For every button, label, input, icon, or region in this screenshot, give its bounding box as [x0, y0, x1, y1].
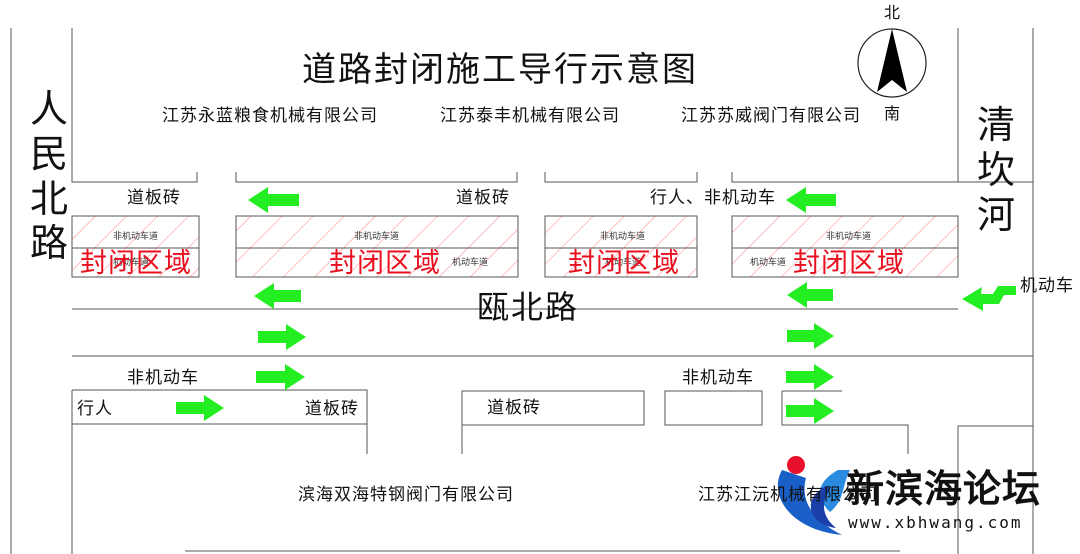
company-label: 滨海双海特钢阀门有限公司 [298, 485, 514, 505]
compass-south-label: 南 [884, 104, 901, 123]
closed-zone-2 [235, 215, 519, 278]
company-label: 江苏江沅机械有限公司 [698, 485, 878, 505]
company-label: 江苏苏威阀门有限公司 [681, 106, 861, 126]
sidewalk-label: 道板砖 [456, 188, 510, 208]
lane-label: 机动车道 [452, 258, 489, 268]
arrow-left-icon [786, 187, 836, 213]
road-name-main: 瓯北路 [477, 288, 580, 326]
compass-icon [857, 28, 927, 98]
non-motor-label: 非机动车 [682, 368, 754, 388]
arrow-left-icon [254, 283, 301, 309]
road-name-east: 清坎河 [976, 103, 1015, 237]
lane-label: 机动车道 [750, 258, 787, 268]
closed-zone-label: 封闭区域 [80, 248, 192, 279]
arrow-right-icon [258, 324, 306, 350]
sidewalk-label: 道板砖 [127, 188, 181, 208]
lane-label: 非机动车道 [600, 232, 646, 242]
closed-zone-4 [731, 215, 959, 278]
closed-zone-label: 封闭区域 [329, 248, 441, 279]
arrow-left-icon [787, 282, 833, 308]
arrow-right-icon [256, 364, 305, 390]
closed-zone-3 [544, 215, 698, 278]
north-east-block [731, 28, 959, 183]
arrow-left-icon [248, 187, 299, 213]
pedestrian-label: 行人 [77, 399, 113, 419]
arrow-right-icon [787, 323, 834, 349]
north-block [71, 28, 198, 183]
lane-label: 机动车道 [113, 258, 150, 268]
traffic-arrows [176, 187, 1016, 424]
closed-zone-label: 封闭区域 [793, 248, 905, 279]
page-title: 道路封闭施工导行示意图 [302, 50, 698, 90]
south-sidewalk-west [72, 389, 368, 454]
pedestrian-nonmotor-label: 行人、非机动车 [650, 188, 776, 208]
non-motor-label: 非机动车 [127, 368, 199, 388]
lane-label: 非机动车道 [826, 232, 872, 242]
company-label: 江苏永蓝粮食机械有限公司 [162, 106, 378, 126]
arrow-turn-icon [962, 286, 1016, 311]
lane-label: 机动车道 [605, 258, 642, 268]
south-sidewalk-east [781, 391, 909, 454]
compass-north-label: 北 [884, 3, 901, 22]
watermark-url: www.xbhwang.com [848, 513, 1023, 532]
watermark-logo-icon [777, 456, 850, 535]
company-label: 江苏泰丰机械有限公司 [440, 106, 620, 126]
watermark-name: 新滨海论坛 [846, 467, 1042, 511]
closed-zone-1 [71, 215, 200, 278]
south-sidewalk-small [664, 390, 763, 426]
lane-label: 非机动车道 [354, 232, 400, 242]
arrow-right-icon [786, 364, 834, 390]
sidewalk-label: 道板砖 [487, 398, 541, 418]
road-name-west: 人民北路 [29, 87, 68, 266]
closed-zone-label: 封闭区域 [568, 248, 680, 279]
lane-label: 非机动车道 [113, 232, 159, 242]
arrow-right-icon [176, 395, 224, 421]
sidewalk-label: 道板砖 [305, 399, 359, 419]
motor-vehicle-label: 机动车 [1020, 276, 1074, 296]
arrow-right-icon [786, 398, 834, 424]
south-sidewalk-mid [461, 390, 645, 426]
closed-zones [71, 215, 959, 278]
